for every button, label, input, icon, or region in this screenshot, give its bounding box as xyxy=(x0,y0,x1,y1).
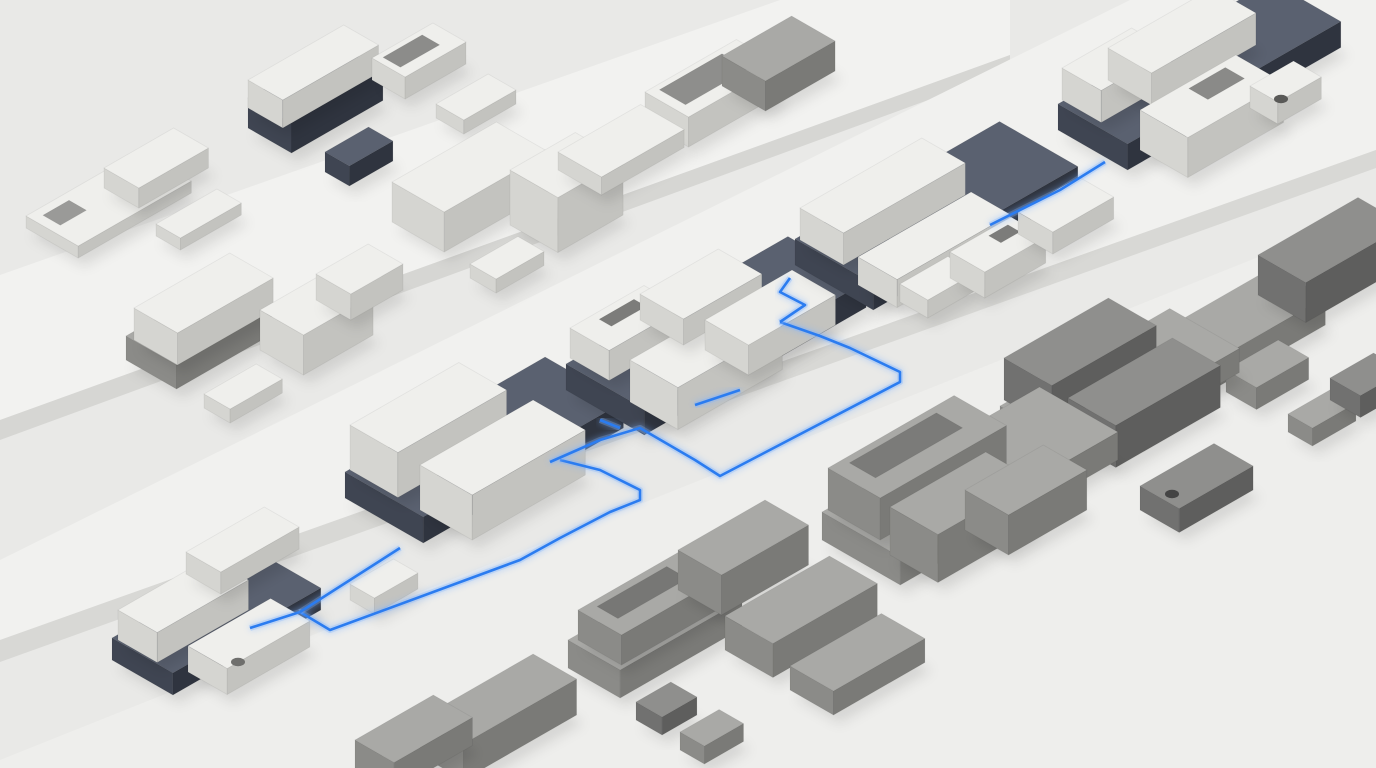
device-hub-b xyxy=(1107,0,1263,114)
device-top xyxy=(724,555,878,644)
device-side-right xyxy=(1360,386,1376,418)
device-top xyxy=(1249,60,1322,103)
controller-knob xyxy=(1165,489,1179,499)
display-screen xyxy=(382,34,441,68)
device-top xyxy=(203,363,283,410)
device-small-dark xyxy=(324,126,400,195)
recorder-panel xyxy=(849,412,963,479)
device-cube-small xyxy=(315,243,410,329)
device-clusters xyxy=(25,0,1376,768)
device-switch-pad xyxy=(185,506,306,603)
network-cable xyxy=(599,418,621,430)
hub-c-screen xyxy=(1188,67,1245,100)
device-nas xyxy=(133,252,280,374)
device-top xyxy=(185,506,300,573)
device-top xyxy=(1225,339,1310,388)
device-top xyxy=(349,558,419,599)
device-remote-small xyxy=(203,363,289,432)
device-top xyxy=(133,252,274,334)
device-top xyxy=(677,499,809,576)
device-storage-1 xyxy=(799,137,972,274)
device-grey-strip xyxy=(789,613,932,724)
device-top xyxy=(315,243,404,295)
device-grey-plug-2 xyxy=(679,709,750,768)
device-top xyxy=(679,709,744,747)
device-top xyxy=(354,694,473,763)
network-cable xyxy=(989,160,1106,227)
device-button xyxy=(231,657,245,667)
device-top xyxy=(1329,352,1376,396)
network-cable xyxy=(694,388,741,407)
device-access-point xyxy=(1017,176,1121,263)
device-top xyxy=(1257,197,1376,283)
device-side-right xyxy=(1305,241,1376,323)
network-cable xyxy=(778,277,807,324)
device-gateway xyxy=(704,269,842,384)
network-cable xyxy=(549,320,902,478)
device-top xyxy=(469,236,545,280)
device-grey-box-2 xyxy=(964,444,1094,564)
device-grey-edge xyxy=(1329,352,1376,426)
blue-cables xyxy=(249,159,1107,633)
device-camera-unit xyxy=(1249,60,1328,133)
device-top xyxy=(721,15,836,82)
device-top xyxy=(704,269,836,346)
device-router xyxy=(247,24,385,137)
camera-lens-icon xyxy=(1274,94,1288,104)
device-top xyxy=(1107,0,1257,74)
device-top xyxy=(964,444,1088,516)
device-top xyxy=(103,127,209,189)
device-top xyxy=(635,681,698,718)
network-cable xyxy=(299,546,401,614)
device-grey-cube xyxy=(677,499,815,624)
device-box-grey xyxy=(721,15,842,120)
device-bridge xyxy=(639,248,769,354)
device-grey-plug xyxy=(1225,339,1316,418)
tablet-camera xyxy=(42,199,87,226)
device-server-2 xyxy=(419,399,592,549)
device-top xyxy=(247,24,379,101)
device-keypad xyxy=(155,188,248,259)
device-top xyxy=(324,126,394,167)
device-top xyxy=(789,613,926,692)
device-card-reader xyxy=(557,104,691,204)
device-sensor xyxy=(349,558,425,623)
device-top xyxy=(799,137,966,234)
device-top xyxy=(435,73,517,121)
device-grey-switch xyxy=(724,555,884,686)
device-top xyxy=(349,362,508,453)
device-top xyxy=(1067,337,1221,426)
network-cable xyxy=(249,458,642,632)
device-remote xyxy=(469,236,551,302)
device-hub-white xyxy=(103,127,215,217)
device-top xyxy=(155,188,242,239)
device-grey-bottom-2 xyxy=(354,694,479,768)
device-slim-pad xyxy=(435,73,523,143)
device-top xyxy=(419,399,586,496)
device-top xyxy=(557,104,685,178)
device-top xyxy=(639,248,763,320)
device-grey-knob xyxy=(635,681,704,744)
device-top xyxy=(1003,297,1157,386)
device-grey-server xyxy=(1257,197,1376,331)
